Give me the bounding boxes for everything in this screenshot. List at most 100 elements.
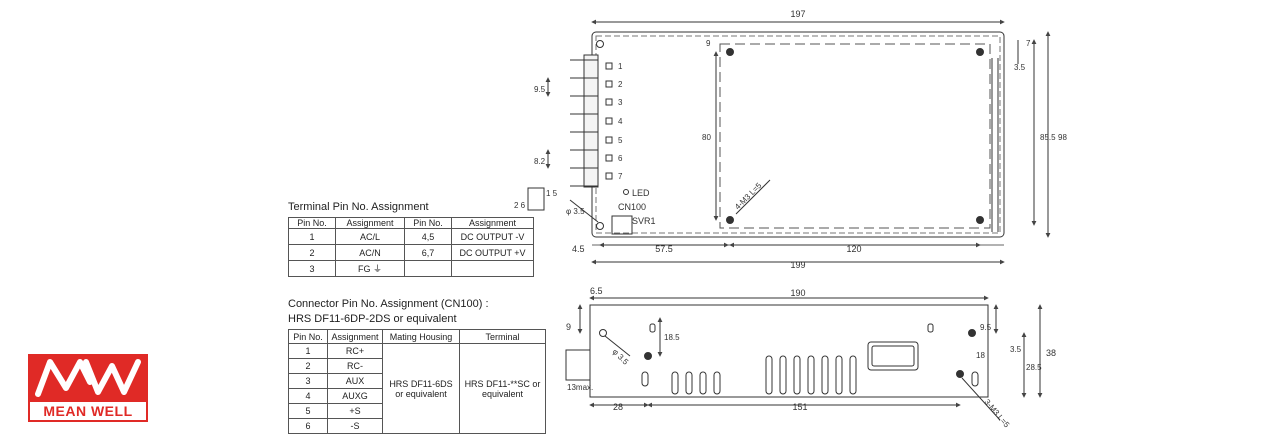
- dim-label: 120: [846, 244, 861, 254]
- dim-label: 7: [1026, 39, 1031, 48]
- terminal-table-title: Terminal Pin No. Assignment: [288, 201, 429, 213]
- mount-hole: [596, 40, 604, 48]
- side-view-outline: [589, 304, 989, 398]
- terminal-block: [583, 54, 599, 188]
- svr1-label: SVR1: [632, 216, 656, 226]
- vent-slot: [699, 371, 707, 395]
- dim-label: 57.5: [655, 244, 673, 254]
- vent-slot: [641, 371, 649, 387]
- dim-label: 38: [1046, 348, 1056, 358]
- vent-slot: [849, 355, 857, 395]
- pin-label: 2: [618, 80, 623, 89]
- table-header-row: Pin No. Assignment Pin No. Assignment: [288, 217, 534, 229]
- top-view-outline: [591, 31, 1005, 238]
- led-indicator: [623, 189, 629, 195]
- table-row: 3 FG ⏚: [288, 260, 534, 277]
- brand-name: MEAN WELL: [28, 400, 148, 422]
- dim-label: 9: [566, 322, 571, 332]
- terminal-table: Pin No. Assignment Pin No. Assignment 1 …: [288, 217, 534, 277]
- leader-line: [604, 335, 631, 357]
- dim-label: 80: [702, 133, 711, 142]
- table-row: 1 RC+ HRS DF11-6DS or equivalent HRS DF1…: [288, 343, 546, 434]
- pin-square: [605, 117, 613, 125]
- dim-label: 13max.: [567, 383, 593, 392]
- mount-hole: [596, 222, 604, 230]
- screw-hole: [726, 216, 734, 224]
- vent-slot: [713, 371, 721, 395]
- table-row: 6 -S: [288, 418, 546, 434]
- mount-hole: [599, 329, 607, 337]
- table-cell: [451, 260, 534, 277]
- screw-hole: [644, 352, 652, 360]
- screw-hole: [956, 370, 964, 378]
- dim-label: 3.5: [1010, 345, 1022, 354]
- table-cell: FG ⏚: [335, 260, 405, 277]
- dim-label: 18.5: [664, 333, 680, 342]
- pin-square: [605, 136, 613, 144]
- dim-label: 28.5: [1026, 363, 1042, 372]
- vent-slot: [793, 355, 801, 395]
- cn100-connector-icon: [527, 187, 545, 211]
- side-view: [565, 295, 1043, 421]
- leader-line: [961, 377, 1001, 421]
- mean-well-logo: MEAN WELL: [28, 354, 148, 422]
- dim-label: 28: [613, 402, 623, 412]
- dim-label: 18: [976, 351, 985, 360]
- connector-pin-label: 2 6: [514, 201, 526, 210]
- pin-label: 7: [618, 172, 623, 181]
- pin-square: [605, 172, 613, 180]
- terminal-block-side: [565, 349, 591, 381]
- dim-label: 199: [790, 260, 805, 270]
- window-cutout: [867, 341, 919, 371]
- pin-label: 4: [618, 117, 623, 126]
- pin-label: 6: [618, 154, 623, 163]
- cn100-label: CN100: [618, 202, 646, 212]
- dim-label: 4-M3 L=5: [733, 181, 764, 212]
- dim-label: 151: [792, 402, 807, 412]
- mw-logo-mark: [28, 354, 148, 400]
- pin-square: [605, 62, 613, 70]
- pin-square: [605, 80, 613, 88]
- screw-hole: [976, 216, 984, 224]
- leader-line: [569, 199, 599, 223]
- dim-label: 9: [706, 39, 711, 48]
- dim-label: φ 3.5: [611, 347, 631, 367]
- dim-label: 6.5: [590, 286, 603, 296]
- dim-label: 197: [790, 9, 805, 19]
- mating-housing-cell: HRS DF11-6DS or equivalent: [382, 343, 460, 434]
- dim-label: 3.5: [1014, 63, 1026, 72]
- pin-label: 5: [618, 136, 623, 145]
- table-header-row: Pin No. Assignment Mating Housing Termin…: [288, 329, 546, 344]
- dim-label: 8.2: [534, 157, 546, 166]
- screw-hole: [726, 48, 734, 56]
- dim-label: φ 3.5: [566, 207, 585, 216]
- window-cutout-inner: [871, 345, 915, 367]
- component-area-dashed: [719, 43, 991, 229]
- connector-table-subtitle: HRS DF11-6DP-2DS or equivalent: [288, 313, 457, 325]
- vent-slot: [807, 355, 815, 395]
- led-label: LED: [632, 188, 650, 198]
- dim-label: 85.5: [1040, 133, 1056, 142]
- screw-hole: [968, 329, 976, 337]
- pin-square: [605, 98, 613, 106]
- mw-logo-icon: [35, 359, 141, 397]
- dim-label: 9.5: [980, 323, 992, 332]
- connector-pin-label: 1 5: [546, 189, 558, 198]
- pin-label: 3: [618, 98, 623, 107]
- vent-slot: [971, 371, 979, 387]
- vent-slot: [649, 323, 656, 333]
- pin-square: [605, 154, 613, 162]
- vent-slot: [671, 371, 679, 395]
- vent-slot: [779, 355, 787, 395]
- vent-slot: [821, 355, 829, 395]
- connector-table-title: Connector Pin No. Assignment (CN100) :: [288, 298, 489, 310]
- dim-label: 3-M3 L=5: [982, 398, 1011, 430]
- table-row: 5 +S: [288, 403, 546, 419]
- table-cell: -S: [327, 418, 383, 434]
- svr1-trimmer: [611, 215, 633, 235]
- dim-label: 4.5: [572, 244, 585, 254]
- dim-label: 9.5: [534, 85, 546, 94]
- vent-slot: [835, 355, 843, 395]
- table-row: 4 AUXG: [288, 388, 546, 404]
